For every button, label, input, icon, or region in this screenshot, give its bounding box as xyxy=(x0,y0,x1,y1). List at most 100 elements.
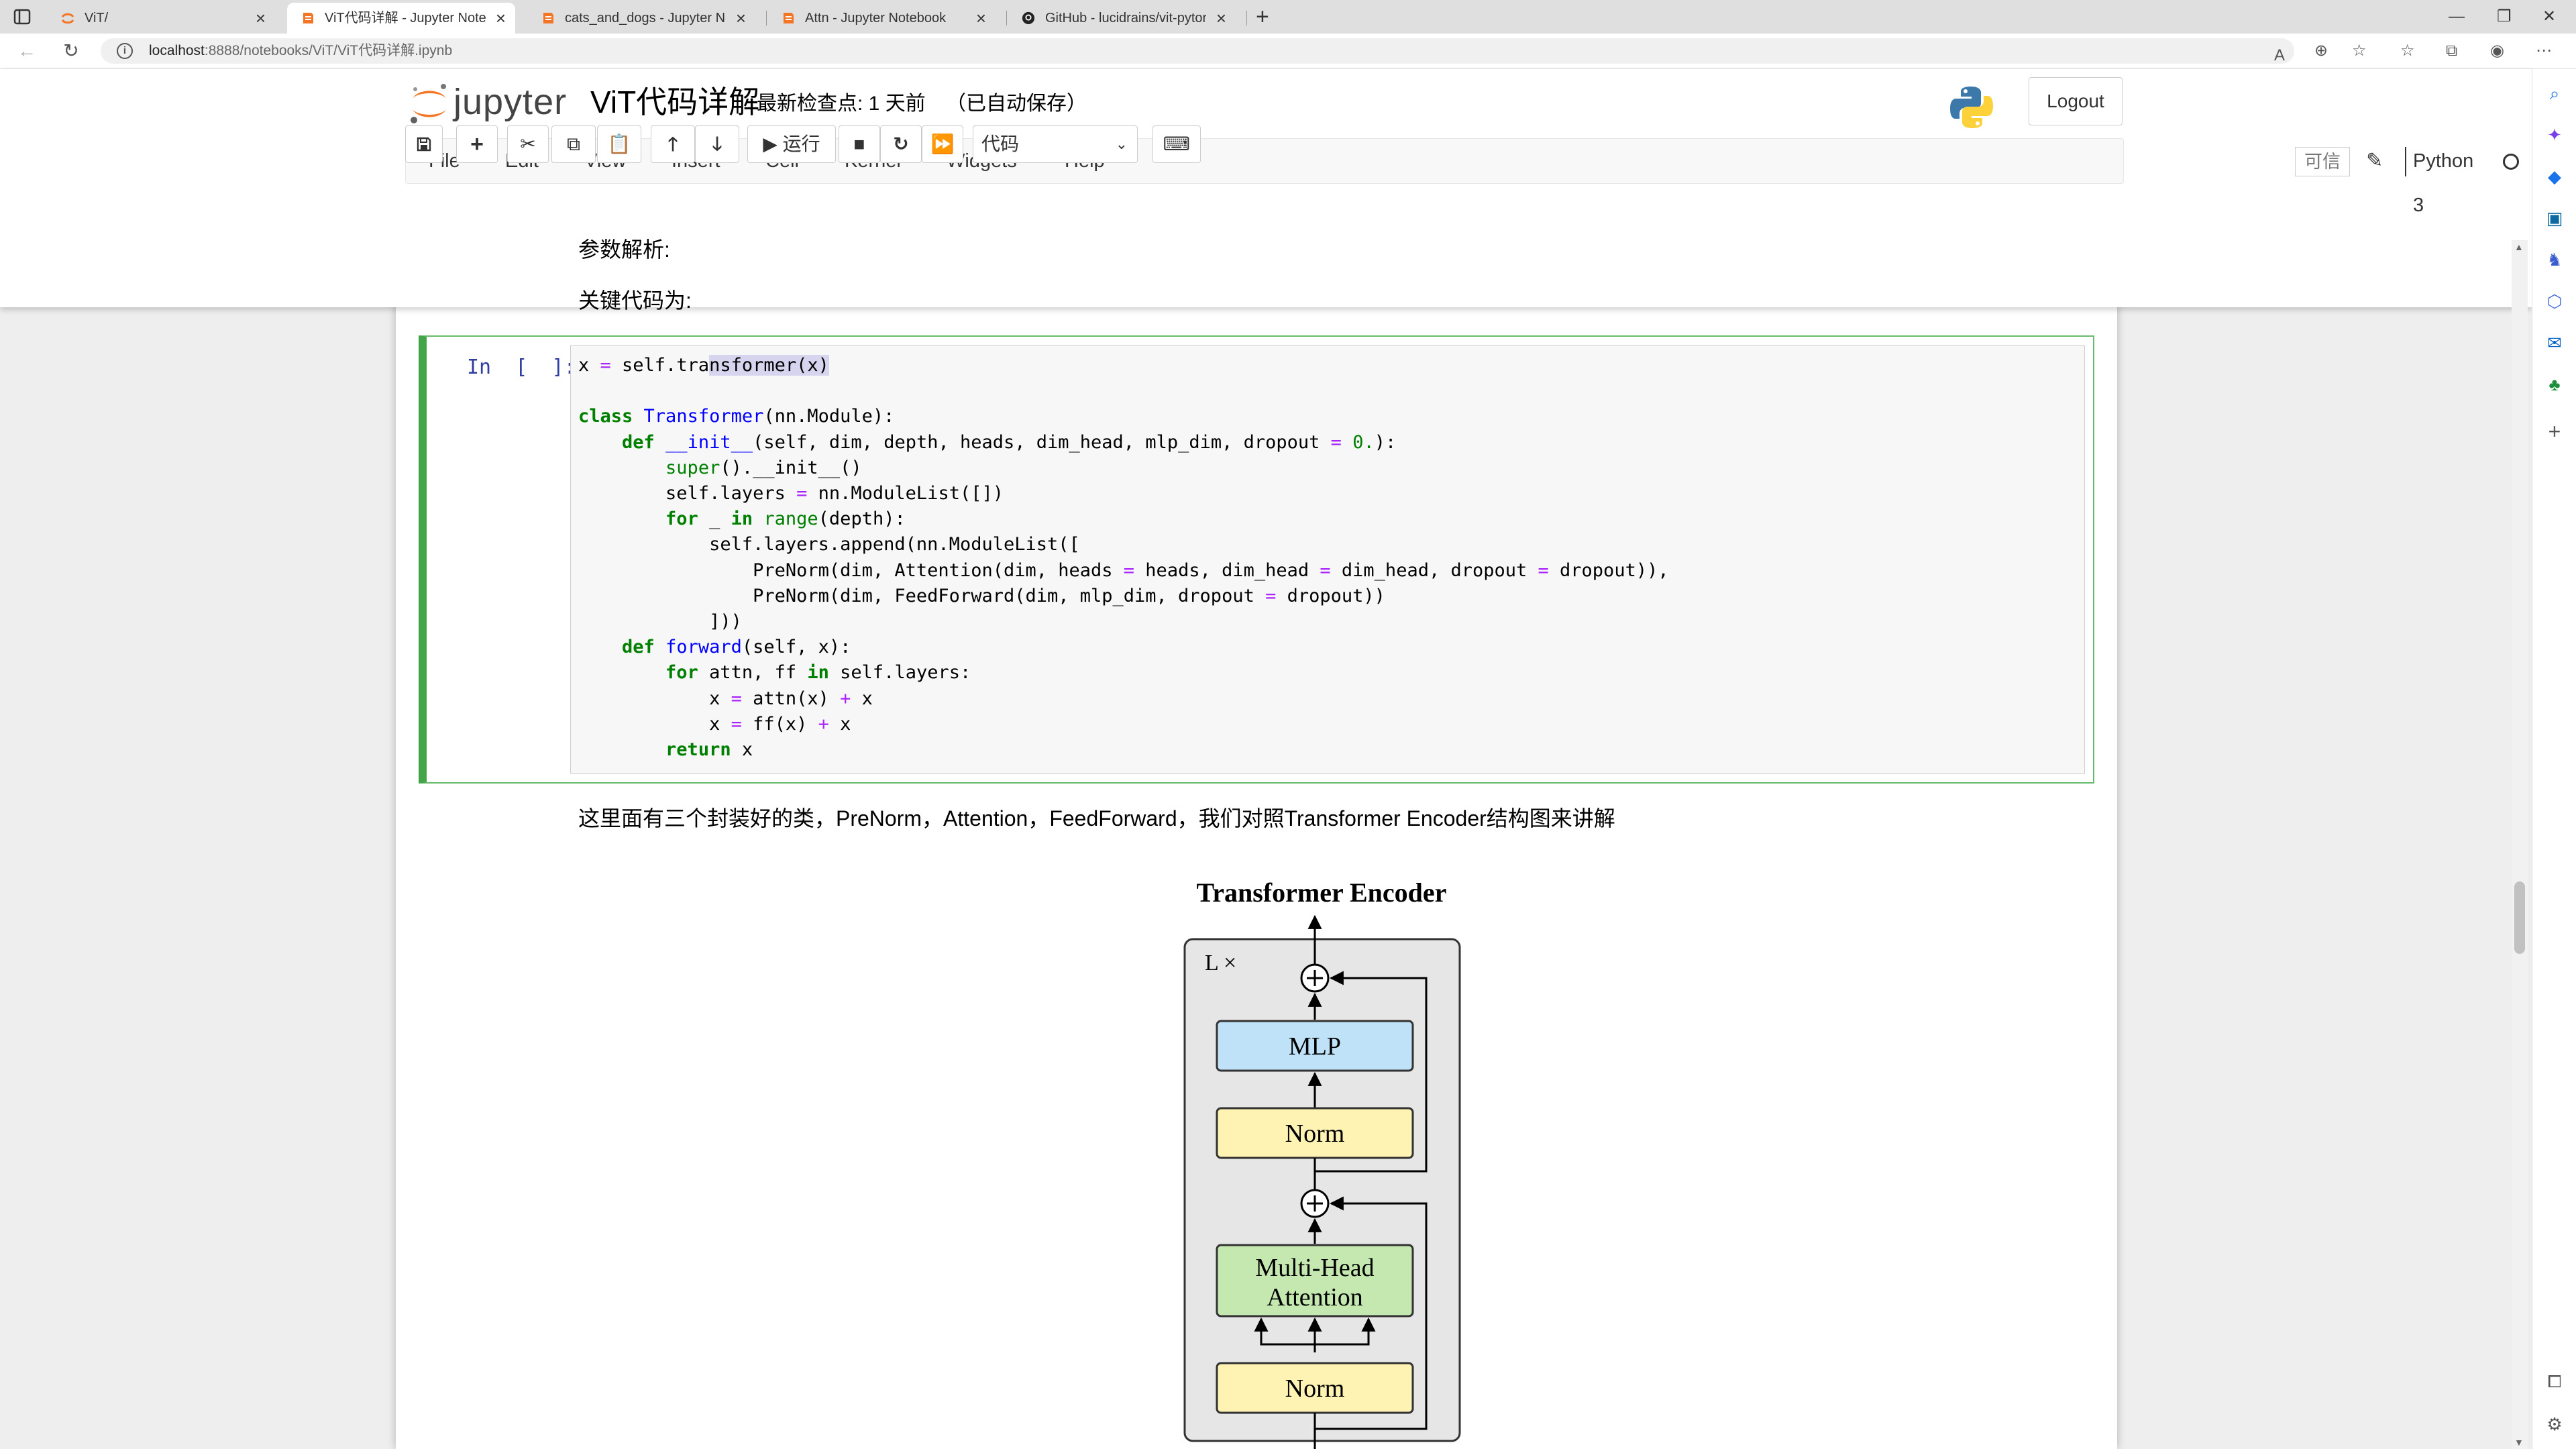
transformer-encoder-diagram: Transformer Encoder L × MLP Norm Multi-H… xyxy=(1183,877,1461,1449)
query-input-arrow xyxy=(1254,1317,1315,1346)
close-tab-icon[interactable]: × xyxy=(735,8,746,28)
fast-forward-icon: ⏩ xyxy=(930,133,955,154)
notebook-title[interactable]: ViT代码详解 xyxy=(590,85,760,119)
run-label: 运行 xyxy=(782,133,820,154)
kernel-name[interactable]: Python 3 xyxy=(2413,150,2474,216)
page-scrollbar[interactable]: ▲ ▼ xyxy=(2512,240,2528,1449)
jupyter-notebook-favicon-icon xyxy=(784,13,794,23)
tab-title: ViT代码详解 - Jupyter Notebook xyxy=(325,11,486,25)
markdown-params-heading[interactable]: 参数解析: xyxy=(578,237,670,262)
scrollbar-thumb[interactable] xyxy=(2514,881,2525,954)
copy-button[interactable]: ⧉ xyxy=(551,125,596,163)
refresh-icon[interactable]: ↻ xyxy=(63,40,79,61)
restart-run-all-button[interactable]: ⏩ xyxy=(922,125,963,163)
microsoft-365-icon[interactable]: ⬡ xyxy=(2546,291,2563,311)
site-info-icon[interactable]: i xyxy=(117,43,133,59)
repeat-label: L × xyxy=(1205,951,1236,975)
shopping-tag-icon[interactable]: ◆ xyxy=(2548,166,2561,186)
close-tab-icon[interactable]: × xyxy=(255,8,266,28)
minimize-icon[interactable]: — xyxy=(2449,7,2465,25)
move-up-button[interactable]: 🡑 xyxy=(651,125,695,163)
hide-sidebar-icon[interactable]: ⧠ xyxy=(2547,1371,2562,1391)
tab-actions-icon[interactable] xyxy=(12,7,32,27)
trusted-badge[interactable]: 可信 xyxy=(2295,147,2350,176)
residual-skip-top xyxy=(1315,971,1428,1173)
mlp-label: MLP xyxy=(1289,1032,1341,1061)
play-icon: ▶ xyxy=(763,133,777,154)
mha-label-line1: Multi-Head xyxy=(1255,1254,1374,1282)
edit-mode-pencil-icon: ✎ xyxy=(2366,150,2383,172)
python-logo-icon xyxy=(1950,87,1993,128)
restart-kernel-button[interactable]: ↻ xyxy=(880,125,922,163)
run-button[interactable]: ▶ 运行 xyxy=(747,125,836,163)
norm-bottom-label: Norm xyxy=(1285,1375,1345,1403)
copilot-icon[interactable]: ✦ xyxy=(2547,125,2562,145)
address-bar: ← ↻ i localhost:8888/notebooks/ViT/ViT代码… xyxy=(0,34,2576,69)
insert-cell-button[interactable]: + xyxy=(456,125,498,163)
outlook-icon[interactable]: ✉ xyxy=(2547,333,2562,353)
add-sidebar-item-icon[interactable]: + xyxy=(2548,419,2561,443)
close-window-icon[interactable]: ✕ xyxy=(2542,7,2557,25)
zoom-icon[interactable]: ⊕ xyxy=(2314,42,2328,60)
autosave-status: （已自动保存） xyxy=(946,93,1087,115)
browser-tab-vit-folder[interactable]: ViT/ × xyxy=(47,3,275,34)
browser-tab-github[interactable]: GitHub - lucidrains/vit-pytorch: Impl × xyxy=(1008,3,1236,34)
tree-icon[interactable]: ♣ xyxy=(2548,374,2561,394)
jupyter-notebook-favicon-icon xyxy=(543,13,553,23)
jupyter-wordmark[interactable]: jupyter xyxy=(453,82,568,122)
close-tab-icon[interactable]: × xyxy=(495,8,506,28)
chevron-down-icon: ⌄ xyxy=(1115,136,1128,152)
copy-icon: ⧉ xyxy=(567,133,580,154)
browser-tab-bar: ViT/ × ViT代码详解 - Jupyter Notebook × cats… xyxy=(0,0,2576,34)
command-palette-button[interactable]: ⌨ xyxy=(1152,125,1201,163)
url-host: localhost xyxy=(149,43,205,58)
url-text: localhost:8888/notebooks/ViT/ViT代码详解.ipy… xyxy=(149,38,452,64)
browser-tab-attn[interactable]: Attn - Jupyter Notebook × xyxy=(767,3,996,34)
jupyter-logo-icon[interactable] xyxy=(406,80,453,127)
jupyter-favicon-icon xyxy=(61,13,74,24)
games-icon[interactable]: ♞ xyxy=(2546,250,2563,270)
close-tab-icon[interactable]: × xyxy=(1216,8,1226,28)
markdown-description[interactable]: 这里面有三个封装好的类，PreNorm，Attention，FeedForwar… xyxy=(578,806,1615,830)
cell-type-value: 代码 xyxy=(981,133,1020,154)
collections-icon[interactable]: ⧉ xyxy=(2446,42,2458,60)
close-tab-icon[interactable]: × xyxy=(975,8,986,28)
tools-briefcase-icon[interactable]: ▣ xyxy=(2546,208,2563,228)
browser-tab-cats-and-dogs[interactable]: cats_and_dogs - Jupyter Notebook × xyxy=(527,3,755,34)
code-editor[interactable] xyxy=(570,345,2085,774)
markdown-key-code-heading[interactable]: 关键代码为: xyxy=(578,288,692,313)
scroll-down-arrow-icon[interactable]: ▼ xyxy=(2514,1437,2524,1448)
favorites-icon[interactable]: ☆ xyxy=(2400,42,2415,60)
diagram-title: Transformer Encoder xyxy=(1197,877,1447,908)
profile-avatar-icon[interactable]: ◉ xyxy=(2490,42,2504,60)
url-field[interactable]: i localhost:8888/notebooks/ViT/ViT代码详解.i… xyxy=(101,38,2294,64)
tab-title: cats_and_dogs - Jupyter Notebook xyxy=(565,11,726,25)
restart-icon: ↻ xyxy=(893,133,909,154)
norm-top-label: Norm xyxy=(1285,1120,1345,1148)
read-aloud-icon[interactable]: A xyxy=(2274,46,2286,64)
jupyter-notebook-favicon-icon xyxy=(303,13,313,23)
search-icon[interactable]: ⌕ xyxy=(2549,83,2560,103)
code-content[interactable]: x = self.transformer(x) class Transforme… xyxy=(578,355,1669,761)
favorite-star-icon[interactable]: ☆ xyxy=(2352,42,2367,60)
tab-separator xyxy=(766,11,767,25)
paste-button[interactable]: 📋 xyxy=(597,125,641,163)
scissors-icon: ✂ xyxy=(520,133,536,154)
checkpoint-status: 最新检查点: 1 天前 xyxy=(757,93,926,115)
cell-type-select[interactable]: 代码 ⌄ xyxy=(973,125,1138,163)
move-down-button[interactable]: 🡓 xyxy=(695,125,739,163)
save-icon xyxy=(417,137,431,152)
back-icon[interactable]: ← xyxy=(17,40,36,61)
more-menu-icon[interactable]: ⋯ xyxy=(2536,42,2552,60)
mlp-block xyxy=(1216,1020,1414,1072)
save-button[interactable] xyxy=(405,125,443,163)
browser-tab-vit-notebook[interactable]: ViT代码详解 - Jupyter Notebook × xyxy=(287,3,515,34)
new-tab-icon[interactable]: + xyxy=(1256,4,1269,30)
restore-icon[interactable]: ❐ xyxy=(2497,7,2512,25)
scroll-up-arrow-icon[interactable]: ▲ xyxy=(2514,241,2524,252)
interrupt-button[interactable]: ■ xyxy=(839,125,880,163)
cut-button[interactable]: ✂ xyxy=(507,125,549,163)
mha-label-line2: Attention xyxy=(1267,1283,1363,1311)
sidebar-settings-gear-icon[interactable]: ⚙ xyxy=(2546,1414,2563,1434)
logout-button[interactable]: Logout xyxy=(2029,77,2123,125)
